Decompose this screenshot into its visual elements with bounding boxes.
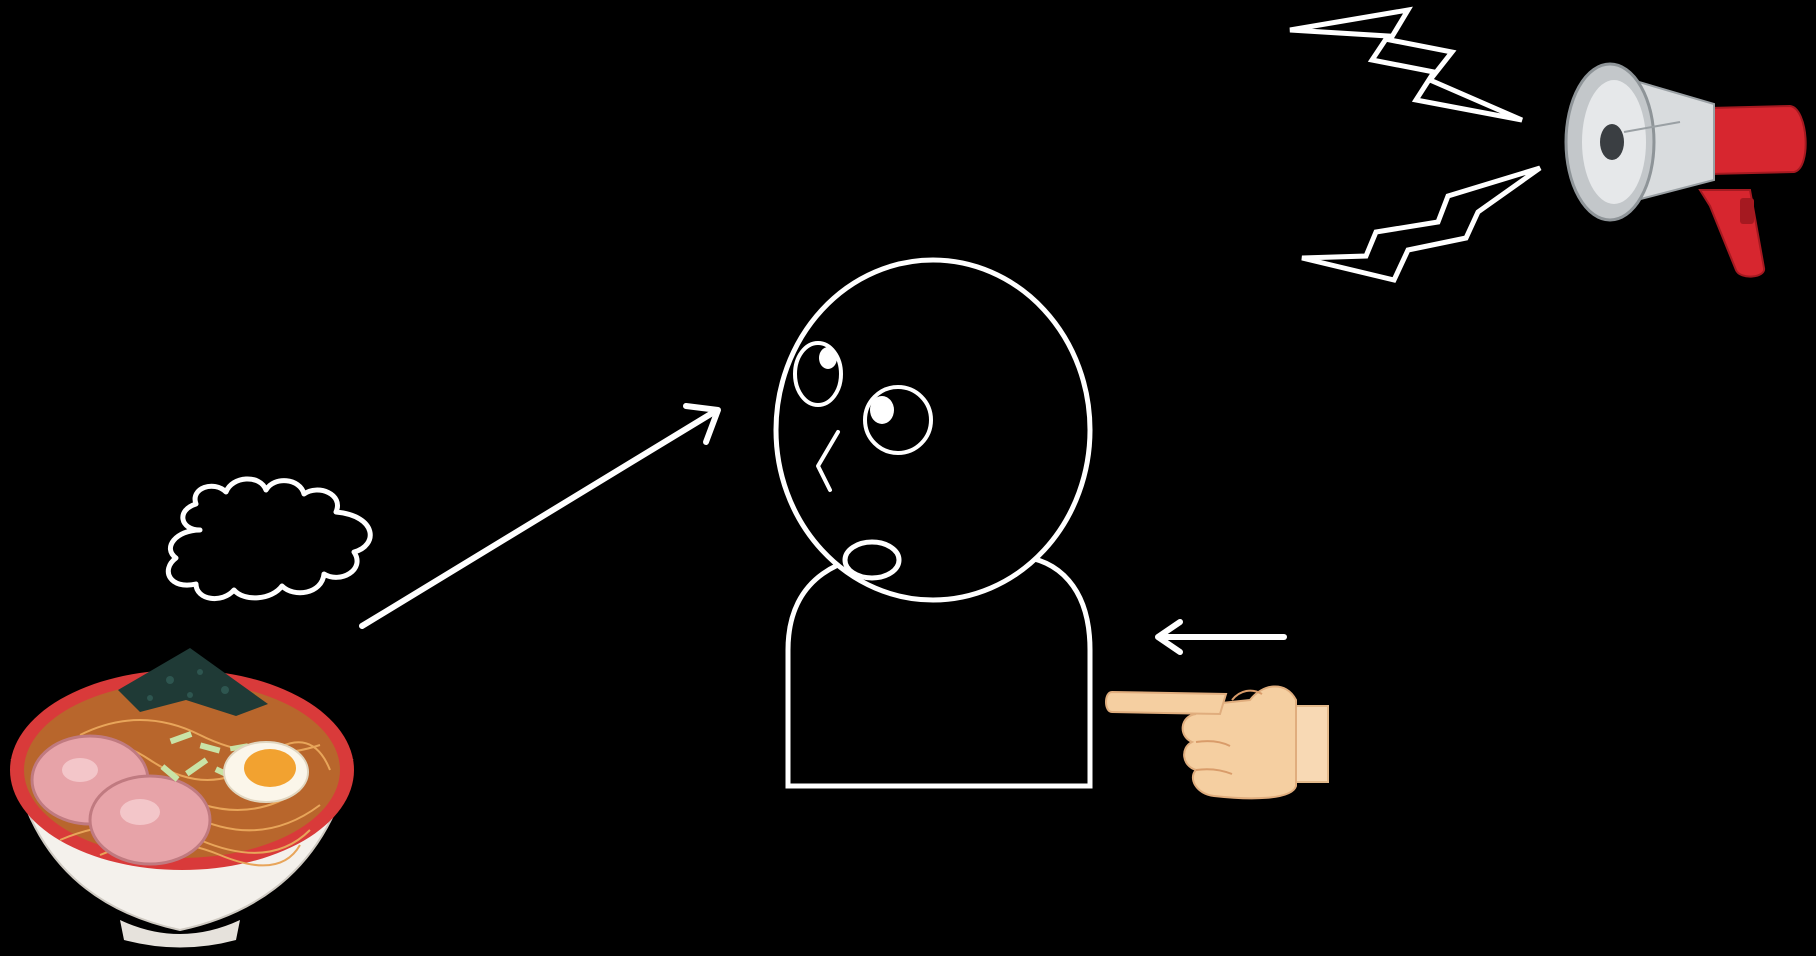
left-pupil [819,347,837,369]
ramen-bowl [10,648,354,948]
index-finger [1106,692,1226,714]
right-pupil [870,396,894,424]
person-head [776,260,1090,600]
megaphone [1566,64,1806,277]
arrow-from-hand [1158,622,1284,652]
arrow-to-person [362,406,718,626]
pointing-hand [1106,686,1328,798]
lightning-upper [1290,10,1522,120]
lightning-lower [1302,168,1540,280]
chashu-highlight-right [120,799,160,825]
egg-yolk [244,749,296,787]
chashu-highlight-left [62,758,98,782]
confused-person [776,260,1090,786]
sound-lightning [1290,10,1540,280]
megaphone-body [1710,106,1806,174]
megaphone-trigger [1740,198,1754,224]
hand-cuff [1292,706,1328,782]
mouth [845,542,899,578]
megaphone-handle [1700,190,1764,277]
megaphone-speaker [1600,124,1624,160]
steam-cloud [168,479,370,599]
